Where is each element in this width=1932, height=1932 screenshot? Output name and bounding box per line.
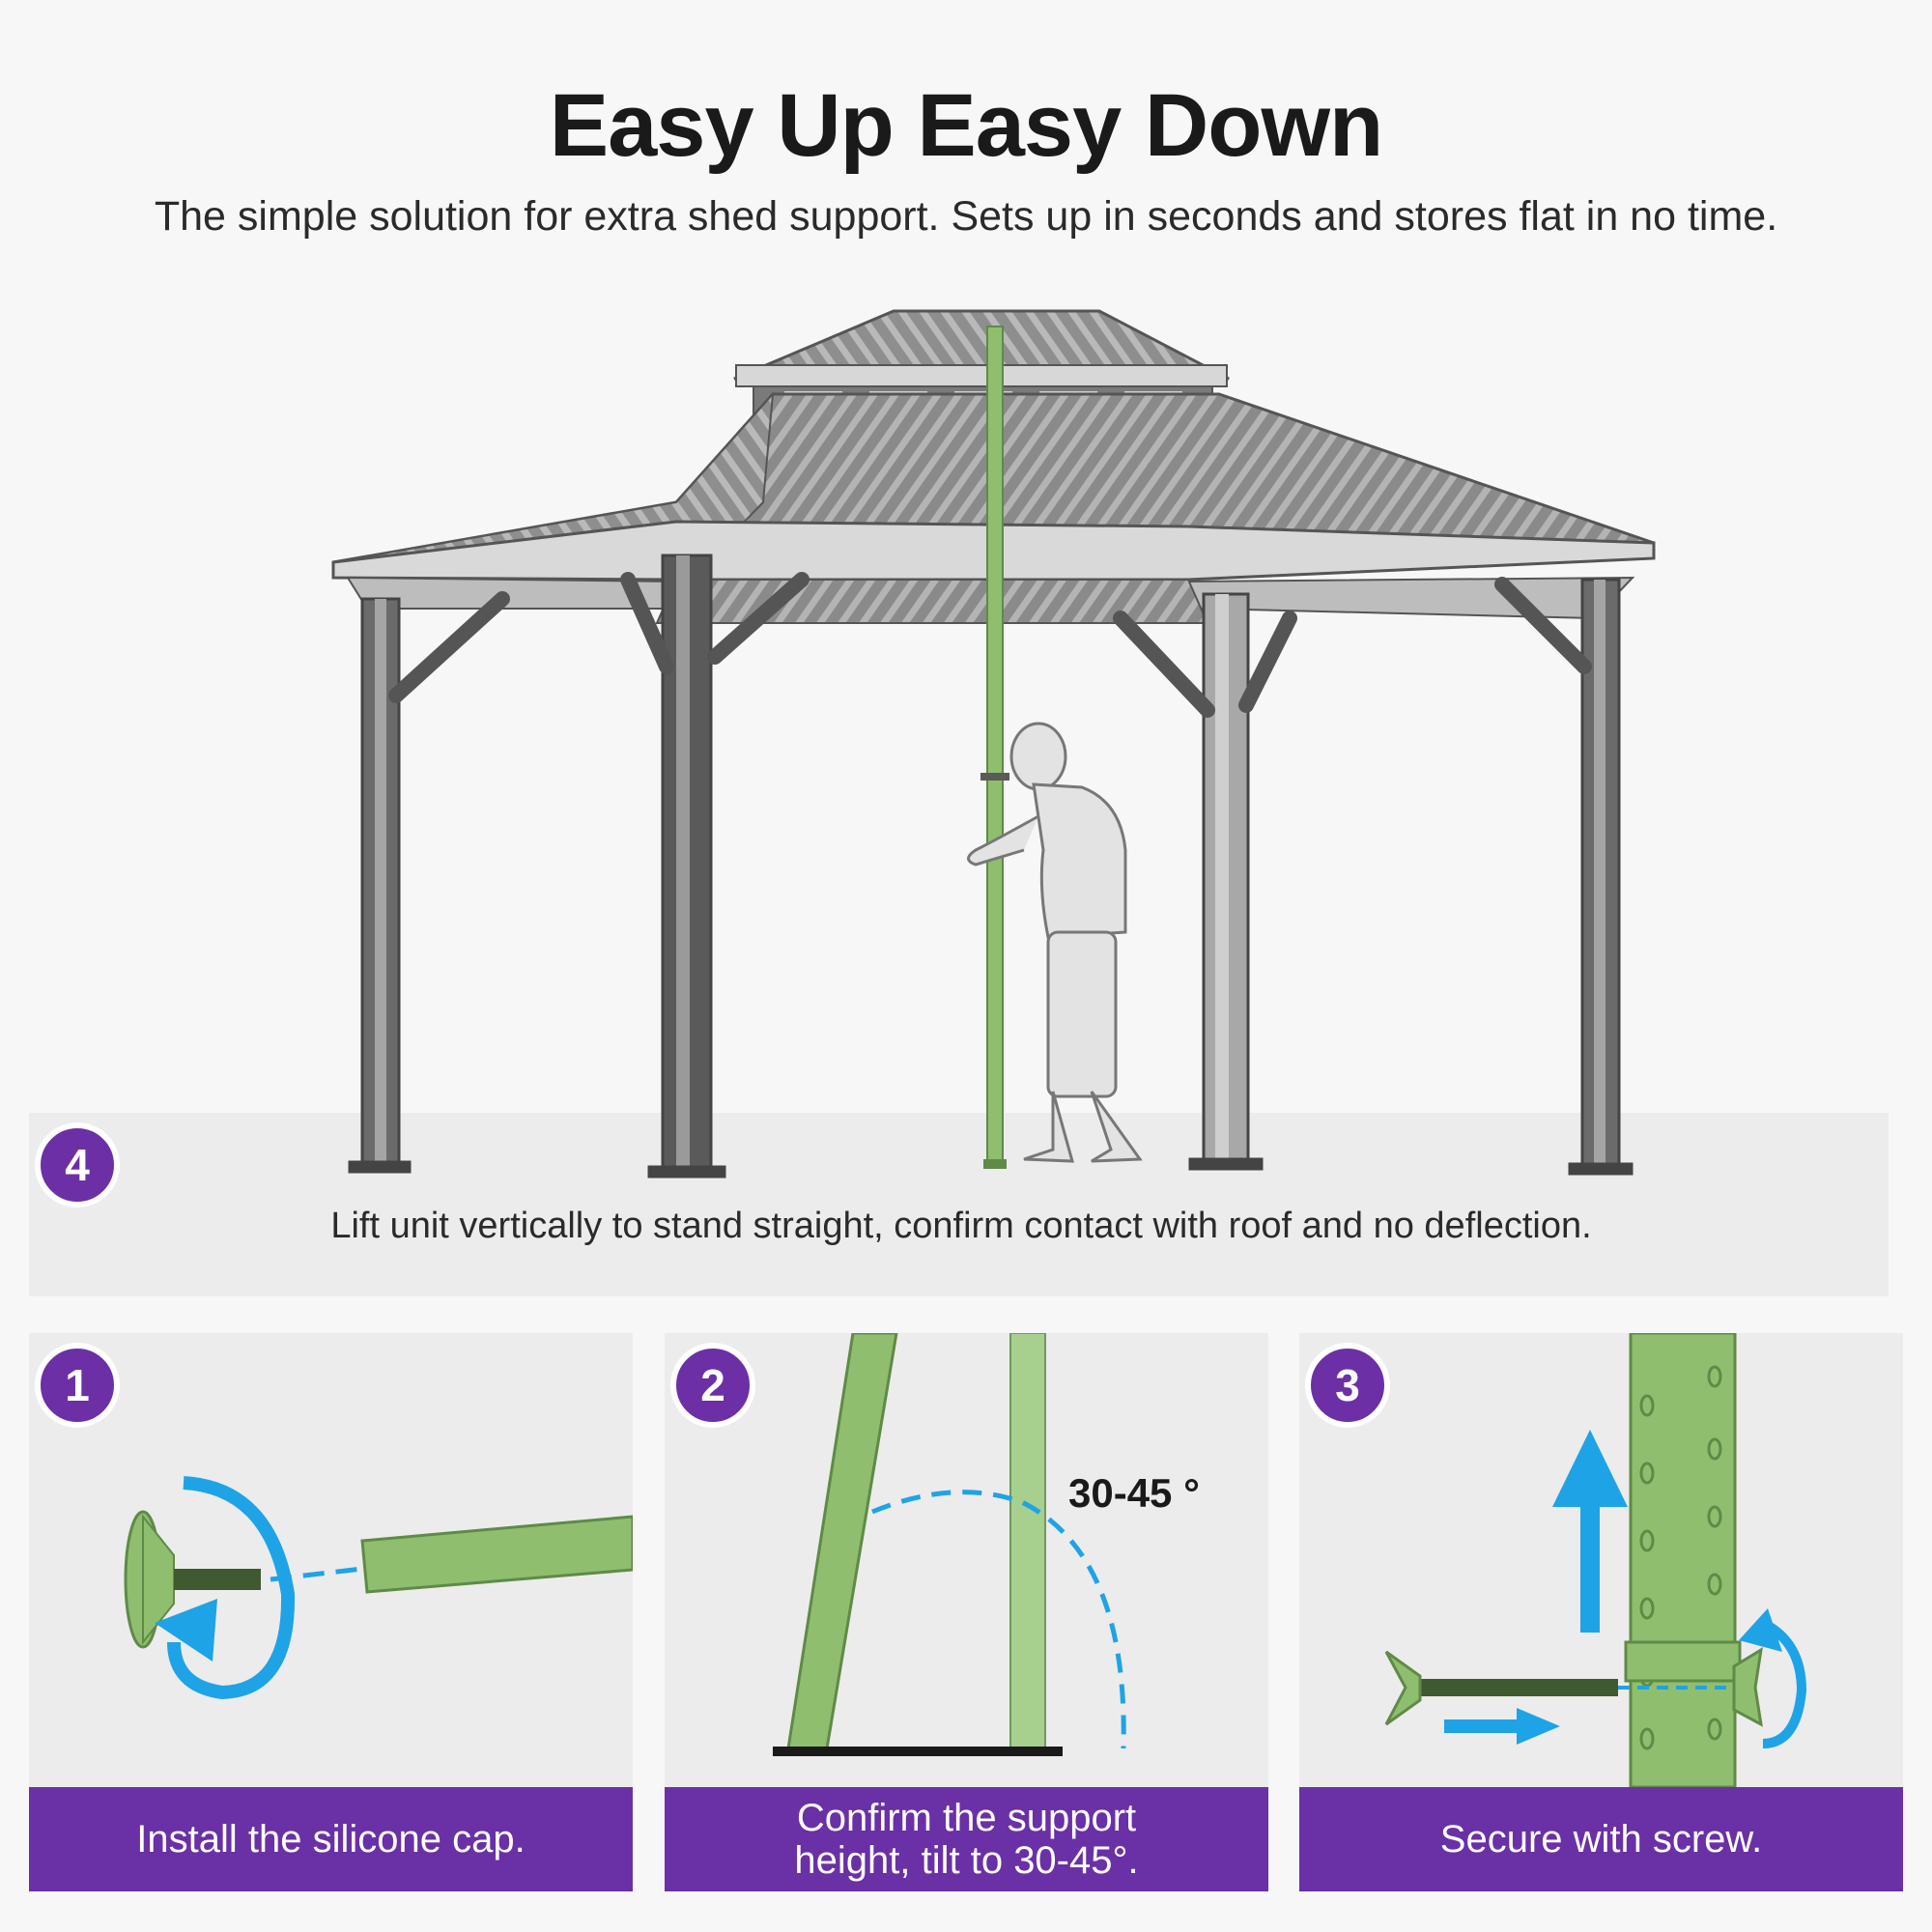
tilted-pole (786, 1333, 898, 1750)
screw (1415, 1679, 1618, 1696)
step-4-panel (29, 1113, 1889, 1296)
page-subtitle: The simple solution for extra shed suppo… (154, 193, 1778, 240)
step-4-caption: Lift unit vertically to stand straight, … (330, 1206, 1592, 1246)
up-arrow-icon (1552, 1430, 1628, 1633)
pole-tube (360, 1515, 633, 1594)
angle-label: 30-45 ° (1068, 1470, 1200, 1516)
ground-line (773, 1747, 1063, 1756)
step-3-illustration (1384, 1333, 1807, 1787)
page-title: Easy Up Easy Down (549, 76, 1383, 175)
vertical-pole (1009, 1333, 1046, 1749)
step-2-illustration: 30-45 ° (773, 1333, 1200, 1756)
step-1-caption-bar: Install the silicone cap. (29, 1787, 633, 1891)
step-3-badge: 3 (1305, 1343, 1390, 1428)
rotate-arrow-icon (167, 1476, 296, 1700)
rotate-arrow-icon (1760, 1618, 1807, 1748)
step-3-caption-bar: Secure with screw. (1299, 1787, 1903, 1891)
step-1-badge: 1 (35, 1343, 120, 1428)
person-figure (967, 722, 1143, 1163)
wing-nut-icon (1384, 1650, 1422, 1726)
braces (388, 572, 1592, 718)
angle-arc (871, 1490, 1126, 1749)
step-4-badge: 4 (35, 1122, 120, 1208)
right-arrow-icon (1444, 1708, 1560, 1745)
step-2-badge: 2 (670, 1343, 755, 1428)
support-pole-section (1629, 1333, 1737, 1787)
step-2-caption-bar: Confirm the support height, tilt to 30-4… (665, 1787, 1268, 1891)
support-pole (980, 326, 1009, 1169)
gazebo-illustration (331, 309, 1656, 1179)
posts (348, 554, 1634, 1179)
step-2-panel (665, 1333, 1268, 1787)
step-1-illustration (124, 1476, 633, 1700)
cap-screw (174, 1569, 261, 1590)
